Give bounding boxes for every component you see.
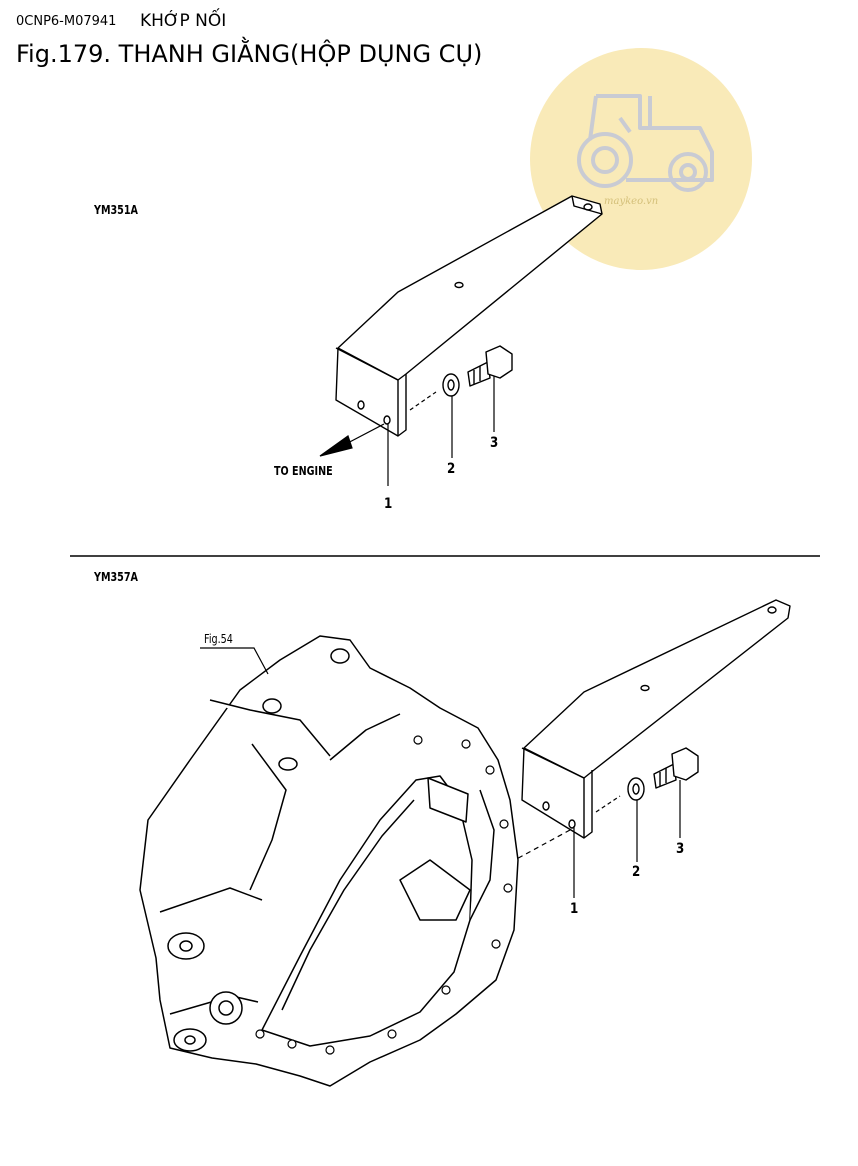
top-leader-lines — [319, 376, 495, 486]
callout-2-bottom: 2 — [632, 864, 641, 880]
model-label-bottom: YM357A — [94, 570, 138, 584]
top-bracket — [335, 195, 603, 437]
bottom-bracket — [521, 599, 791, 839]
clutch-housing — [139, 635, 519, 1087]
group-name: KHỚP NỐI — [140, 11, 227, 31]
callout-3-bottom: 3 — [676, 841, 685, 857]
bottom-leader-lines — [499, 780, 681, 898]
fig-ref-leader — [200, 647, 269, 675]
callout-1-top: 1 — [384, 496, 393, 512]
callout-1-bottom: 1 — [570, 901, 579, 917]
bottom-washer — [627, 777, 645, 801]
fig-ref-label: Fig.54 — [204, 632, 233, 646]
figure-title: Fig.179. THANH GIẰNG(HỘP DỤNG CỤ) — [16, 40, 483, 68]
housing-bolt-holes — [255, 735, 513, 1055]
to-engine-label: TO ENGINE — [274, 464, 333, 478]
top-bolt — [467, 345, 513, 387]
tractor-icon — [577, 94, 714, 192]
model-label-top: YM351A — [94, 203, 138, 217]
document-code: 0CNP6-M07941 — [16, 14, 117, 29]
callout-2-top: 2 — [447, 461, 456, 477]
watermark-text: maykeo.vn — [604, 196, 659, 207]
bottom-bolt — [653, 747, 699, 789]
top-washer — [442, 373, 460, 397]
callout-3-top: 3 — [490, 435, 499, 451]
